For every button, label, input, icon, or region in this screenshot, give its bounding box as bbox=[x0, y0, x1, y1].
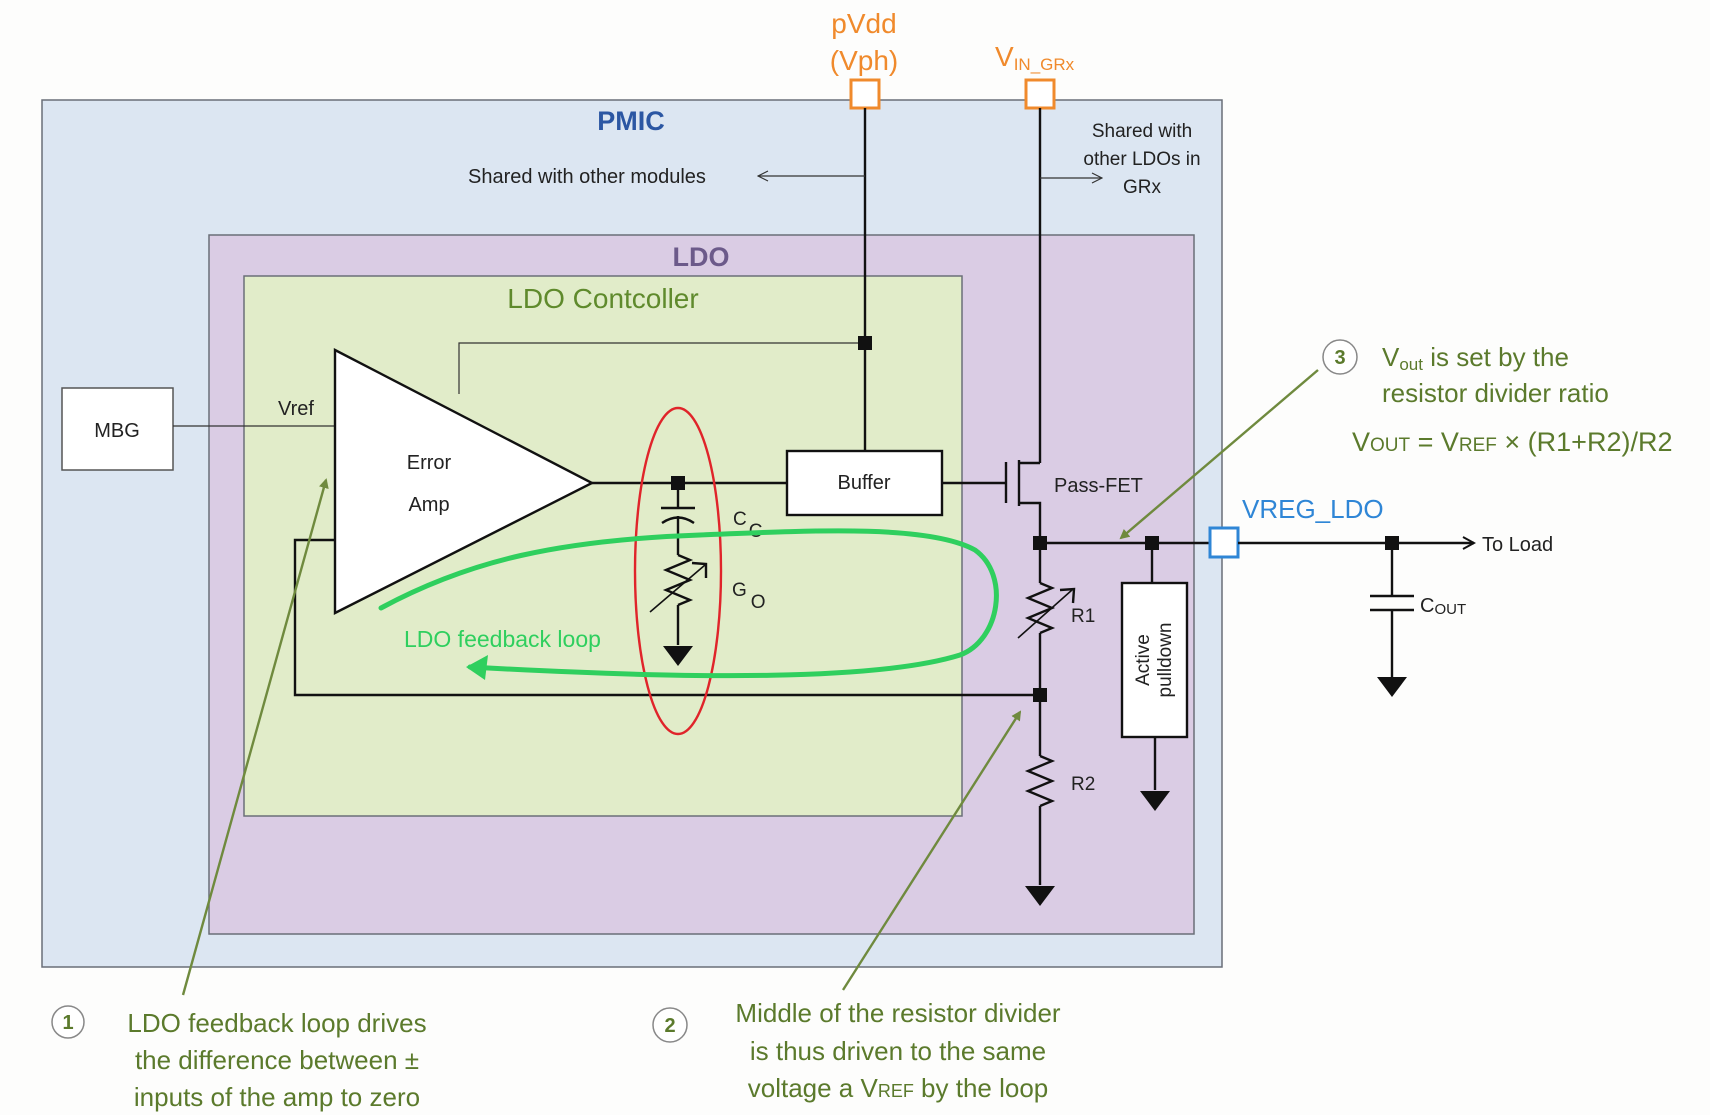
pvdd-label: pVdd bbox=[831, 8, 896, 39]
vout-formula: VOUT = VREF × (R1+R2)/R2 bbox=[1352, 427, 1672, 457]
active-pulldown-label-2: pulldown bbox=[1155, 623, 1176, 698]
callout-3-line-2: resistor divider ratio bbox=[1382, 378, 1609, 408]
vout-node bbox=[1033, 536, 1047, 550]
feedback-loop-arrow bbox=[378, 528, 999, 679]
shared-ldos-label-2: other LDOs in bbox=[1083, 149, 1200, 170]
go-label: GO bbox=[732, 580, 766, 613]
cout-label: COUT bbox=[1420, 595, 1466, 618]
to-load-label: To Load bbox=[1482, 534, 1553, 556]
callout-2-pointer bbox=[841, 710, 1022, 991]
vreg-ldo-label: VREG_LDO bbox=[1242, 494, 1384, 524]
callout-1-badge bbox=[51, 1005, 85, 1039]
pvdd-node bbox=[858, 336, 872, 350]
pulldown-ground-icon bbox=[1140, 791, 1170, 811]
error-amp bbox=[333, 348, 595, 615]
callout-3-line-1: Vout is set by the bbox=[1382, 342, 1569, 374]
controller-title: LDO Contcoller bbox=[507, 283, 698, 314]
shared-ldos-label-3: GRx bbox=[1123, 177, 1162, 198]
pmic-title: PMIC bbox=[597, 106, 665, 136]
mbg-label: MBG bbox=[94, 420, 140, 442]
pvdd-pad bbox=[849, 78, 881, 110]
r1-label: R1 bbox=[1071, 606, 1095, 627]
pass-fet-label: Pass-FET bbox=[1054, 475, 1143, 497]
ldo-title: LDO bbox=[673, 242, 730, 272]
callout-3-badge bbox=[1322, 339, 1358, 375]
vin-grx-pad bbox=[1024, 78, 1056, 110]
feedback-loop-arrowhead bbox=[466, 655, 488, 680]
error-amp-label-1: Error bbox=[407, 452, 452, 474]
callout-2-line-2: is thus driven to the same bbox=[750, 1036, 1046, 1066]
error-amp-label-2: Amp bbox=[408, 494, 449, 516]
callout-3-number: 3 bbox=[1334, 347, 1345, 369]
resistor-divider bbox=[1017, 550, 1076, 906]
vref-label: Vref bbox=[278, 398, 314, 420]
vph-label: (Vph) bbox=[830, 45, 898, 76]
callout-3-pointer bbox=[1119, 369, 1319, 540]
amp-supply-wire bbox=[458, 342, 865, 394]
cout-node bbox=[1385, 536, 1399, 550]
pass-fet bbox=[1004, 460, 1042, 543]
buffer-label: Buffer bbox=[838, 472, 891, 494]
callout-1-line-2: the difference between ± bbox=[135, 1045, 419, 1075]
callout-2-line-3: voltage a VREF by the loop bbox=[748, 1073, 1049, 1103]
feedback-wire bbox=[293, 538, 1040, 697]
callout-1-line-3: inputs of the amp to zero bbox=[134, 1082, 420, 1112]
pulldown-node bbox=[1145, 536, 1159, 550]
shared-ldos-label-1: Shared with bbox=[1092, 121, 1192, 142]
compensation-network bbox=[649, 490, 708, 666]
vin-grx-label: VIN_GRx bbox=[995, 41, 1075, 74]
buffer-block bbox=[785, 449, 944, 517]
mbg-block bbox=[61, 387, 174, 471]
vreg-ldo-pad bbox=[1208, 526, 1240, 559]
callout-2-number: 2 bbox=[664, 1015, 675, 1037]
compensation-highlight bbox=[633, 406, 723, 736]
cout-capacitor bbox=[1370, 550, 1414, 697]
active-pulldown-label-1: Active bbox=[1133, 634, 1154, 686]
callout-1-number: 1 bbox=[62, 1012, 73, 1034]
r2-label: R2 bbox=[1071, 774, 1095, 795]
callout-2-badge bbox=[652, 1007, 688, 1043]
cc-node bbox=[671, 476, 685, 490]
callout-1-line-1: LDO feedback loop drives bbox=[127, 1008, 426, 1038]
feedback-loop-label: LDO feedback loop bbox=[404, 626, 601, 652]
shared-modules-label: Shared with other modules bbox=[468, 166, 706, 188]
callout-2-line-1: Middle of the resistor divider bbox=[735, 998, 1060, 1028]
callout-1-pointer bbox=[181, 478, 329, 996]
active-pulldown-block bbox=[1120, 581, 1189, 739]
divider-mid-node bbox=[1033, 688, 1047, 702]
